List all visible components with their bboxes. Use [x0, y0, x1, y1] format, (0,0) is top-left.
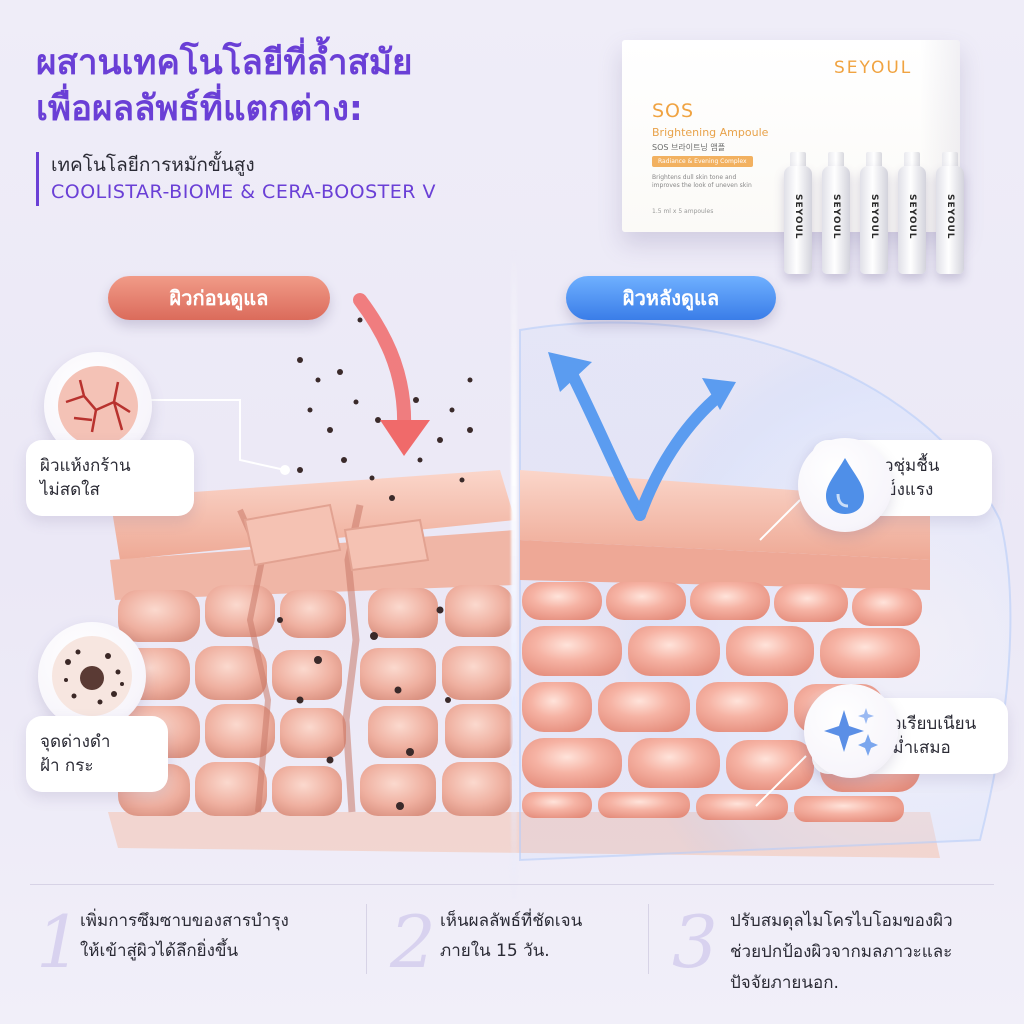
product-volume: 1.5 ml x 5 ampoules	[652, 208, 714, 215]
ampoule: SEYOUL	[822, 152, 850, 274]
feature-text: เห็นผลลัพธ์ที่ชัดเจน ภายใน 15 วัน.	[440, 906, 582, 966]
feature-text: ปรับสมดุลไมโครไบโอมของผิว ช่วยปกป้องผิวจ…	[730, 906, 953, 999]
headline-line-1: ผสานเทคโนโลยีที่ล้ำสมัย	[36, 43, 413, 83]
dark-particles	[277, 317, 473, 810]
product-tag: Radiance & Evening Complex	[652, 156, 753, 167]
callout-line: จุดด่างดำ	[40, 732, 111, 752]
product-brand: SEYOUL	[834, 58, 913, 78]
water-drop-icon	[798, 438, 892, 532]
callout-line: ผิวเรียบเนียน	[882, 714, 977, 734]
feature-line: ให้เข้าสู่ผิวได้ลึกยิ่งขึ้น	[80, 941, 239, 961]
ampoule-label: SEYOUL	[831, 194, 841, 240]
before-label: ผิวก่อนดูแล	[108, 276, 330, 320]
subheading: เทคโนโลยีการหมักขั้นสูง COOLISTAR-BIOME …	[36, 152, 536, 206]
bottom-divider	[30, 884, 994, 885]
sparkle-icon	[804, 684, 898, 778]
feature-line: เพิ่มการซึมซาบของสารบำรุง	[80, 911, 289, 931]
callout-dry-skin: ผิวแห้งกร้าน ไม่สดใส	[26, 440, 194, 516]
feature-1: 1 เพิ่มการซึมซาบของสารบำรุง ให้เข้าสู่ผิ…	[36, 902, 356, 1002]
product-title: SOS	[652, 100, 695, 122]
ampoule-label: SEYOUL	[945, 194, 955, 240]
after-label: ผิวหลังดูแล	[566, 276, 776, 320]
dark-spot-icon	[38, 622, 146, 730]
feature-number: 2	[390, 900, 436, 984]
callout-line: ไม่สดใส	[40, 480, 100, 500]
callout-line: ฝ้า กระ	[40, 756, 94, 776]
feature-line: เห็นผลลัพธ์ที่ชัดเจน	[440, 911, 583, 931]
callout-line: ผิวชุ่มชื้น	[874, 456, 940, 476]
ampoule: SEYOUL	[898, 152, 926, 274]
feature-line: ปรับสมดุลไมโครไบโอมของผิว	[730, 911, 953, 931]
ampoule-label: SEYOUL	[869, 194, 879, 240]
ampoule: SEYOUL	[784, 152, 812, 274]
headline-line-2: เพื่อผลลัพธ์ที่แตกต่าง:	[36, 89, 363, 129]
callout-dark-spots: จุดด่างดำ ฝ้า กระ	[26, 716, 168, 792]
feature-number: 1	[36, 900, 82, 984]
feature-line: ปัจจัยภายนอก.	[730, 973, 839, 993]
ampoule-label: SEYOUL	[793, 194, 803, 240]
callout-line: ผิวแห้งกร้าน	[40, 456, 131, 476]
feature-line: ภายใน 15 วัน.	[440, 941, 550, 961]
callout-line: สม่ำเสมอ	[882, 738, 951, 758]
ampoule: SEYOUL	[936, 152, 964, 274]
feature-text: เพิ่มการซึมซาบของสารบำรุง ให้เข้าสู่ผิวไ…	[80, 906, 289, 966]
feature-line: ช่วยปกป้องผิวจากมลภาวะและ	[730, 942, 953, 962]
headline: ผสานเทคโนโลยีที่ล้ำสมัย เพื่อผลลัพธ์ที่แ…	[36, 40, 576, 132]
feature-separator	[366, 904, 367, 974]
before-after-divider	[511, 250, 517, 900]
feature-separator	[648, 904, 649, 974]
feature-number: 3	[672, 900, 718, 984]
product-description: Brightens dull skin tone and improves th…	[652, 174, 752, 189]
subheading-line-2: COOLISTAR-BIOME & CERA-BOOSTER V	[51, 181, 437, 203]
feature-3: 3 ปรับสมดุลไมโครไบโอมของผิว ช่วยปกป้องผิ…	[672, 902, 1012, 1002]
product-name-korean: SOS 브라이트닝 앰플	[652, 143, 726, 152]
ampoule: SEYOUL	[860, 152, 888, 274]
product-name: Brightening Ampoule	[652, 126, 769, 139]
feature-2: 2 เห็นผลลัพธ์ที่ชัดเจน ภายใน 15 วัน.	[390, 902, 640, 1002]
subheading-line-1: เทคโนโลยีการหมักขั้นสูง	[51, 154, 255, 176]
ampoule-label: SEYOUL	[907, 194, 917, 240]
